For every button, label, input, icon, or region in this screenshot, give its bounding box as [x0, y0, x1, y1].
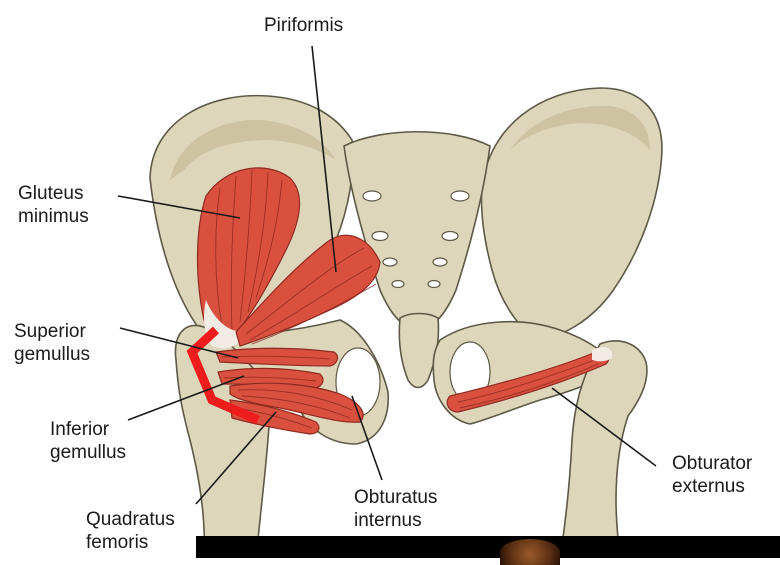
label-gluteus-minimus: Gluteus minimus — [18, 182, 89, 228]
label-piriformis: Piriformis — [264, 14, 343, 37]
label-superior-gemullus-line2: gemullus — [14, 343, 90, 366]
label-obturator-externus-line2: externus — [672, 475, 752, 498]
coccyx — [399, 314, 438, 388]
label-gluteus-minimus-line1: Gluteus — [18, 182, 89, 205]
label-obturator-externus-line1: Obturator — [672, 452, 752, 475]
label-quadratus-femoris-line1: Quadratus — [86, 508, 175, 531]
label-inferior-gemullus-line2: gemullus — [50, 441, 126, 464]
label-obturatus-internus-line1: Obturatus — [354, 486, 437, 509]
label-obturator-externus: Obturator externus — [672, 452, 752, 498]
overlapping-photo — [196, 536, 780, 558]
label-quadratus-femoris: Quadratus femoris — [86, 508, 175, 554]
label-superior-gemullus-line1: Superior — [14, 320, 90, 343]
label-obturatus-internus: Obturatus internus — [354, 486, 437, 532]
label-inferior-gemullus: Inferior gemullus — [50, 418, 126, 464]
label-gluteus-minimus-line2: minimus — [18, 205, 89, 228]
label-quadratus-femoris-line2: femoris — [86, 531, 175, 554]
sacrum — [344, 132, 490, 330]
label-obturatus-internus-line2: internus — [354, 509, 437, 532]
photo-anatomy-specimen — [500, 539, 560, 565]
label-superior-gemullus: Superior gemullus — [14, 320, 90, 366]
label-inferior-gemullus-line1: Inferior — [50, 418, 126, 441]
